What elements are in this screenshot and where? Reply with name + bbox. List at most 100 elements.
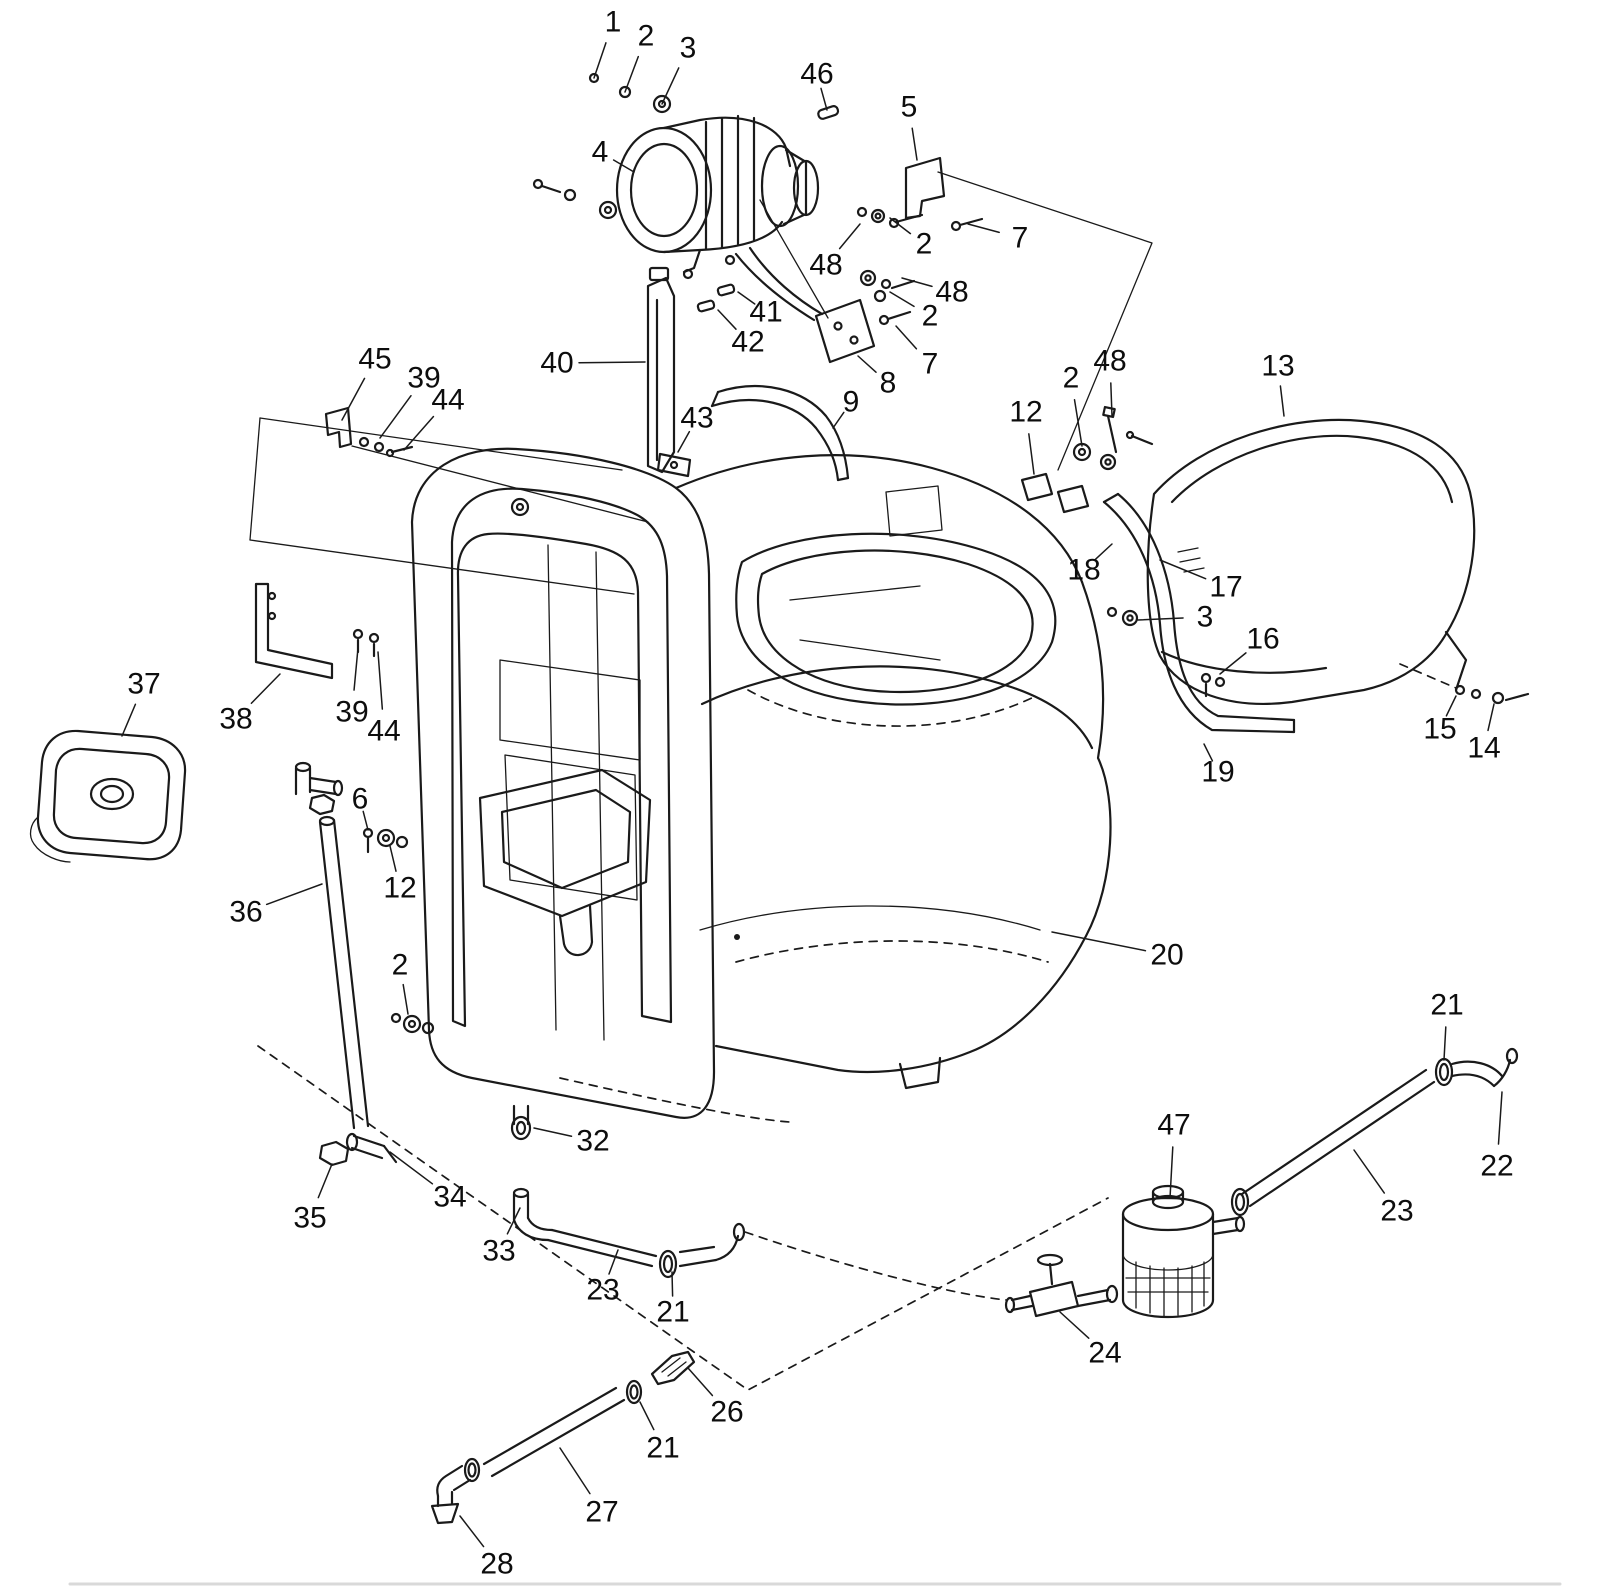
hose-routing-dashed xyxy=(744,1231,1007,1301)
callout-4-5: 4 xyxy=(592,136,609,169)
leader-line-13-24 xyxy=(1279,385,1285,417)
leader-line-2-10 xyxy=(889,291,915,308)
valve-24 xyxy=(1004,1253,1119,1318)
callout-39-34: 39 xyxy=(335,696,368,729)
leader-line-26-52 xyxy=(687,1367,714,1397)
blower-motor xyxy=(615,114,824,322)
leader-line-1-0 xyxy=(593,42,607,79)
leader-line-2-39 xyxy=(402,983,409,1015)
callout-23-49: 23 xyxy=(586,1274,619,1307)
callout-43-17: 43 xyxy=(680,402,713,435)
leader-line-47-44 xyxy=(1169,1146,1174,1199)
leader-line-6-36 xyxy=(362,810,369,831)
callout-27-54: 27 xyxy=(585,1496,618,1529)
leader-line-43-17 xyxy=(677,430,691,453)
callout-48-8: 48 xyxy=(809,249,842,282)
callout-12-21: 12 xyxy=(1009,396,1042,429)
strap-40 xyxy=(646,266,676,474)
leader-line-48-9 xyxy=(901,277,933,288)
bracket-8 xyxy=(759,199,876,364)
callout-39-19: 39 xyxy=(407,362,440,395)
callout-3-2: 3 xyxy=(680,32,697,65)
leader-line-4-5 xyxy=(612,159,635,173)
callout-19-31: 19 xyxy=(1201,756,1234,789)
plane-left-lower xyxy=(249,539,635,595)
leader-line-40-15 xyxy=(578,361,646,364)
pad-37 xyxy=(29,729,187,863)
leader-line-46-3 xyxy=(820,87,828,111)
leader-line-39-34 xyxy=(353,647,359,691)
leader-line-9-16 xyxy=(832,411,845,429)
filter-47 xyxy=(1121,1184,1246,1319)
leader-line-21-50 xyxy=(671,1271,674,1297)
callout-24-51: 24 xyxy=(1088,1337,1121,1370)
leader-line-39-19 xyxy=(379,394,412,439)
leader-line-23-43 xyxy=(1353,1149,1386,1194)
lower-hose-27 xyxy=(430,1350,696,1525)
latch-parts-12 xyxy=(1020,405,1154,514)
callout-2-22: 2 xyxy=(1063,362,1080,395)
callout-23-43: 23 xyxy=(1380,1195,1413,1228)
leader-line-12-21 xyxy=(1028,433,1035,475)
motor-wires xyxy=(734,252,816,322)
leader-line-2-1 xyxy=(624,55,640,93)
callout-21-53: 21 xyxy=(646,1432,679,1465)
callout-5-4: 5 xyxy=(901,91,918,124)
leader-line-19-31 xyxy=(1203,743,1214,762)
leader-lines xyxy=(121,42,1503,1548)
terminal-41 xyxy=(716,283,736,297)
leader-line-21-53 xyxy=(639,1401,655,1431)
handle-18-19 xyxy=(1102,492,1296,734)
callout-44-20: 44 xyxy=(431,384,464,417)
callout-35-47: 35 xyxy=(293,1202,326,1235)
right-hose xyxy=(1230,1047,1519,1217)
callout-13-24: 13 xyxy=(1261,350,1294,383)
bracket-45 xyxy=(324,406,414,458)
leader-line-2-7 xyxy=(889,217,912,235)
terminal-42 xyxy=(696,299,716,313)
drawing-layer xyxy=(29,72,1562,1586)
callout-28-55: 28 xyxy=(480,1548,513,1581)
callout-21-41: 21 xyxy=(1430,989,1463,1022)
leader-line-7-6 xyxy=(967,223,1000,234)
leader-line-27-54 xyxy=(559,1447,591,1495)
callout-47-44: 47 xyxy=(1157,1109,1190,1142)
leader-line-12-37 xyxy=(389,845,397,872)
callout-2-10: 2 xyxy=(922,300,939,333)
screw-set-left xyxy=(362,827,435,1035)
callout-48-9: 48 xyxy=(935,276,968,309)
callout-2-1: 2 xyxy=(638,20,655,53)
clamp-32 xyxy=(510,1104,532,1141)
leader-line-24-51 xyxy=(1059,1311,1090,1339)
leader-line-7-11 xyxy=(895,325,918,350)
bracket-38 xyxy=(254,582,380,680)
leader-line-18-25 xyxy=(1094,543,1113,561)
callout-16-28: 16 xyxy=(1246,623,1279,656)
callout-2-7: 2 xyxy=(916,228,933,261)
callout-45-18: 45 xyxy=(358,343,391,376)
plane-left-tie xyxy=(351,445,649,523)
callout-26-52: 26 xyxy=(710,1396,743,1429)
callout-37-32: 37 xyxy=(127,668,160,701)
leader-line-17-26 xyxy=(1159,559,1207,580)
leader-line-2-22 xyxy=(1073,398,1083,447)
leader-line-20-40 xyxy=(1051,931,1147,952)
callout-17-26: 17 xyxy=(1209,571,1242,604)
screw-set-bracket5 xyxy=(856,206,984,232)
leader-line-38-33 xyxy=(250,673,281,705)
callout-20-40: 20 xyxy=(1150,939,1183,972)
callout-34-46: 34 xyxy=(433,1181,466,1214)
screw-set-mid xyxy=(859,269,916,326)
leader-line-45-18 xyxy=(341,377,366,421)
callout-3-27: 3 xyxy=(1197,601,1214,634)
leader-line-28-55 xyxy=(459,1515,485,1548)
leader-line-36-38 xyxy=(265,883,323,906)
callout-7-11: 7 xyxy=(922,348,939,381)
callout-15-29: 15 xyxy=(1423,713,1456,746)
leader-line-15-29 xyxy=(1445,695,1457,717)
leader-line-32-45 xyxy=(533,1127,573,1138)
plane-left-upper xyxy=(259,417,623,471)
